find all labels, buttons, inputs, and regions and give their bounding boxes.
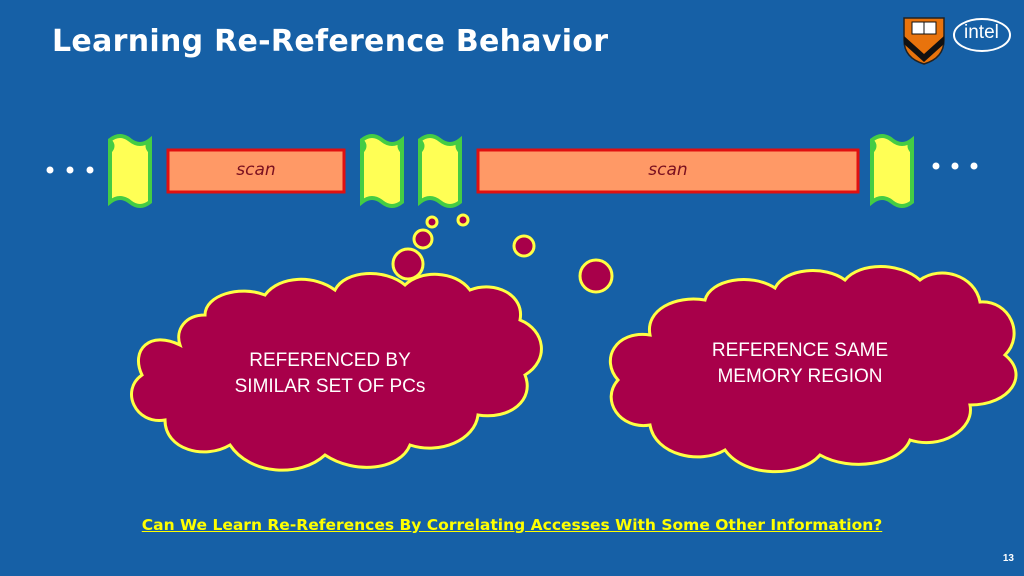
page-number: 13 (1002, 553, 1014, 564)
scan-label-1: scan (236, 160, 276, 180)
cloud-right (608, 265, 1018, 474)
scan-label-2: scan (648, 160, 688, 180)
ellipsis-right (932, 162, 978, 170)
scan-bar-1 (166, 148, 346, 194)
cache-block-3 (418, 134, 462, 208)
cache-block-2 (360, 134, 404, 208)
cloud-left (130, 272, 543, 472)
slide-title: Learning Re-Reference Behavior (52, 24, 609, 59)
ellipsis-left (46, 166, 94, 174)
bubble-left-line2: SIMILAR SET OF PCs (234, 376, 426, 397)
bubble-right-line2: MEMORY REGION (717, 366, 883, 387)
intel-logo-text: intel (964, 22, 999, 43)
intel-logo-ring (953, 18, 1011, 52)
scan-bar-2 (476, 148, 860, 194)
cache-block-1 (108, 134, 152, 208)
bubble-left-text: REFERENCED BY SIMILAR SET OF PCs (198, 348, 462, 400)
princeton-shield-logo (903, 17, 945, 65)
bubble-right-line1: REFERENCE SAME (711, 340, 889, 361)
cache-block-4 (870, 134, 914, 208)
thought-dots (391, 213, 614, 294)
bubble-right-text: REFERENCE SAME MEMORY REGION (680, 338, 920, 390)
question-text: Can We Learn Re-References By Correlatin… (141, 516, 883, 534)
bubble-left-line1: REFERENCED BY (249, 350, 411, 371)
